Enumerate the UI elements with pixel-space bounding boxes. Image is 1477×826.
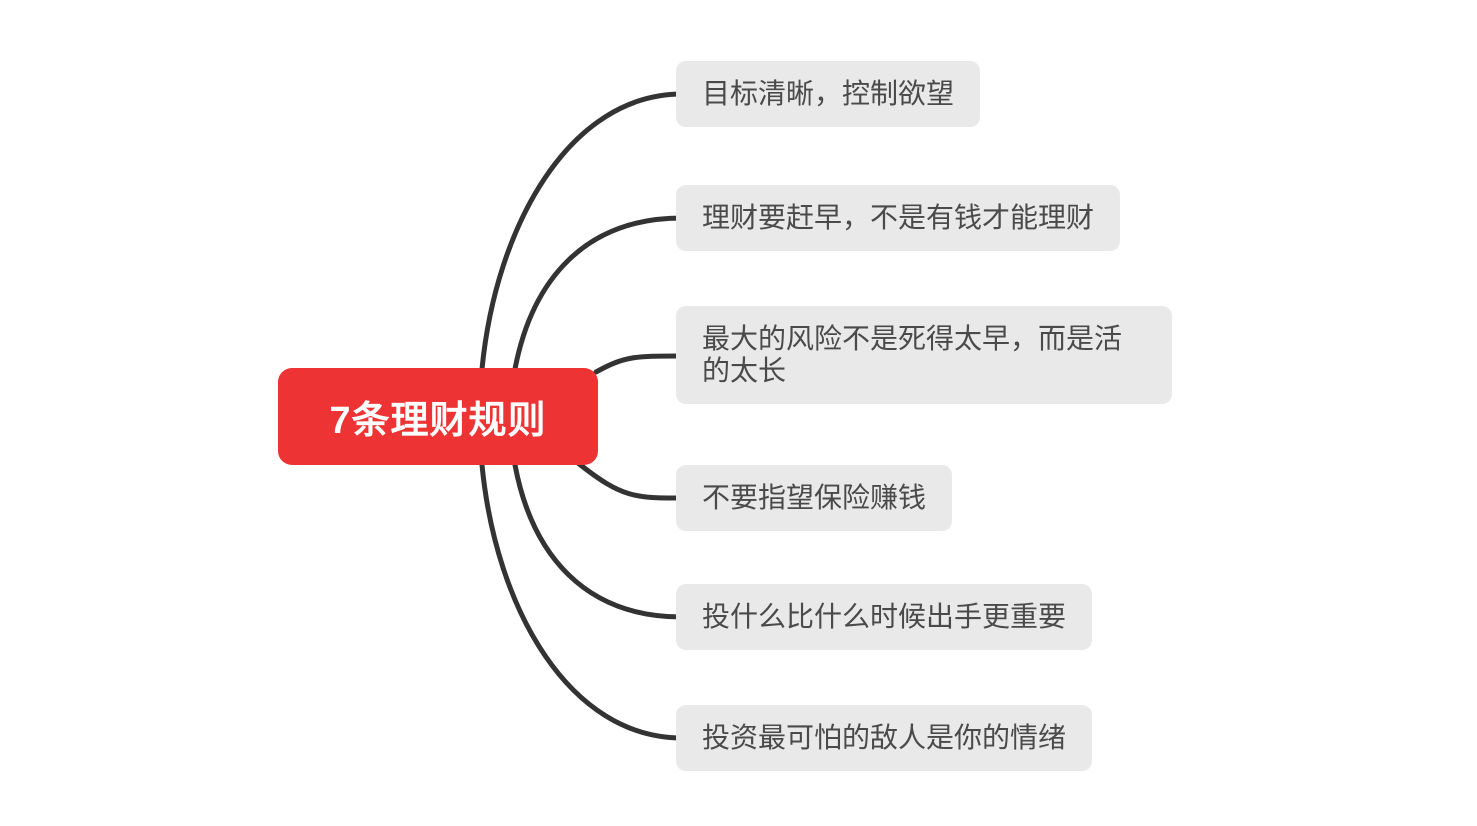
connector-branch-4 bbox=[575, 460, 685, 501]
branch-node-6[interactable]: 投资最可怕的敌人是你的情绪 bbox=[676, 705, 1093, 771]
branch-node-2[interactable]: 理财要赶早，不是有钱才能理财 bbox=[676, 185, 1121, 251]
connector-branch-3 bbox=[593, 353, 685, 375]
root-node[interactable]: 7条理财规则 bbox=[278, 368, 598, 465]
connector-branch-2 bbox=[512, 215, 685, 372]
branch-node-4[interactable]: 不要指望保险赚钱 bbox=[676, 465, 953, 531]
connector-branch-5 bbox=[512, 462, 685, 620]
branch-node-1[interactable]: 目标清晰，控制欲望 bbox=[676, 61, 981, 127]
branch-node-5[interactable]: 投什么比什么时候出手更重要 bbox=[676, 584, 1093, 650]
connector-branch-6 bbox=[479, 462, 685, 741]
connector-branch-1 bbox=[479, 91, 685, 372]
branch-node-3[interactable]: 最大的风险不是死得太早，而是活的太长 bbox=[676, 306, 1172, 404]
root-node-label: 7条理财规则 bbox=[329, 400, 547, 442]
